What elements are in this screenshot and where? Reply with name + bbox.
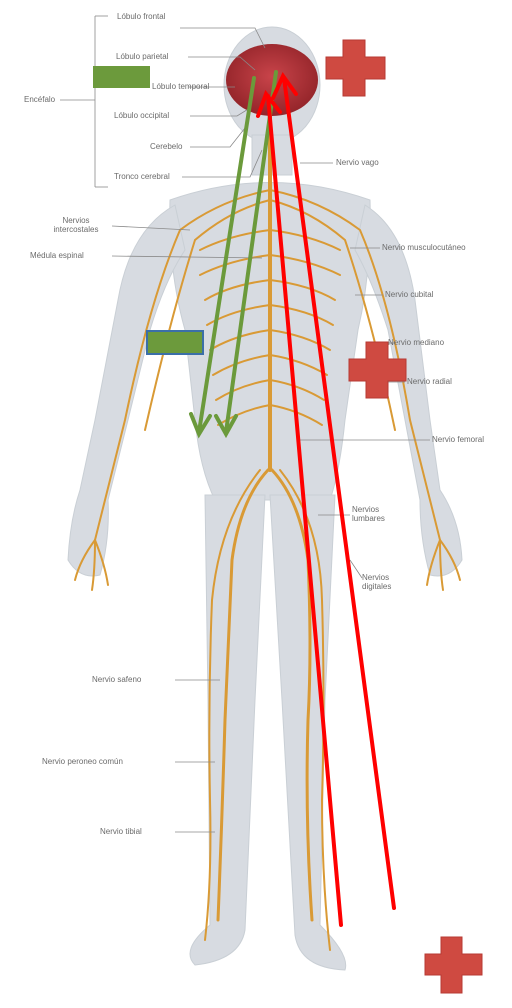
label-medula-espinal: Médula espinal [30, 251, 84, 260]
green-box-mid [147, 331, 203, 354]
label-lobulo-frontal: Lóbulo frontal [117, 12, 165, 21]
label-nervio-mediano: Nervio mediano [388, 338, 444, 347]
plus-icon [425, 937, 482, 993]
label-nervio-musculocutaneo: Nervio musculocutáneo [382, 243, 466, 252]
label-nervio-safeno: Nervio safeno [92, 675, 141, 684]
label-nervio-vago: Nervio vago [336, 158, 379, 167]
label-nervios-intercostales: Nervios intercostales [40, 216, 112, 234]
label-lobulo-temporal: Lóbulo temporal [152, 82, 209, 91]
label-tronco-cerebral: Tronco cerebral [114, 172, 170, 181]
label-nervio-tibial: Nervio tibial [100, 827, 142, 836]
plus-icon [326, 40, 385, 96]
label-nervio-femoral: Nervio femoral [432, 435, 484, 444]
label-cerebelo: Cerebelo [150, 142, 182, 151]
label-nervios-lumbares: Nervios lumbares [352, 505, 400, 523]
label-encefalo: Encéfalo [24, 95, 55, 104]
label-nervios-digitales: Nervios digitales [362, 573, 412, 591]
green-box-top [93, 66, 150, 88]
label-lobulo-occipital: Lóbulo occipital [114, 111, 169, 120]
label-nervio-cubital: Nervio cubital [385, 290, 433, 299]
label-lobulo-parietal: Lóbulo parietal [116, 52, 168, 61]
label-nervio-peroneo-comun: Nervio peroneo común [42, 757, 123, 766]
label-nervio-radial: Nervio radial [407, 377, 452, 386]
